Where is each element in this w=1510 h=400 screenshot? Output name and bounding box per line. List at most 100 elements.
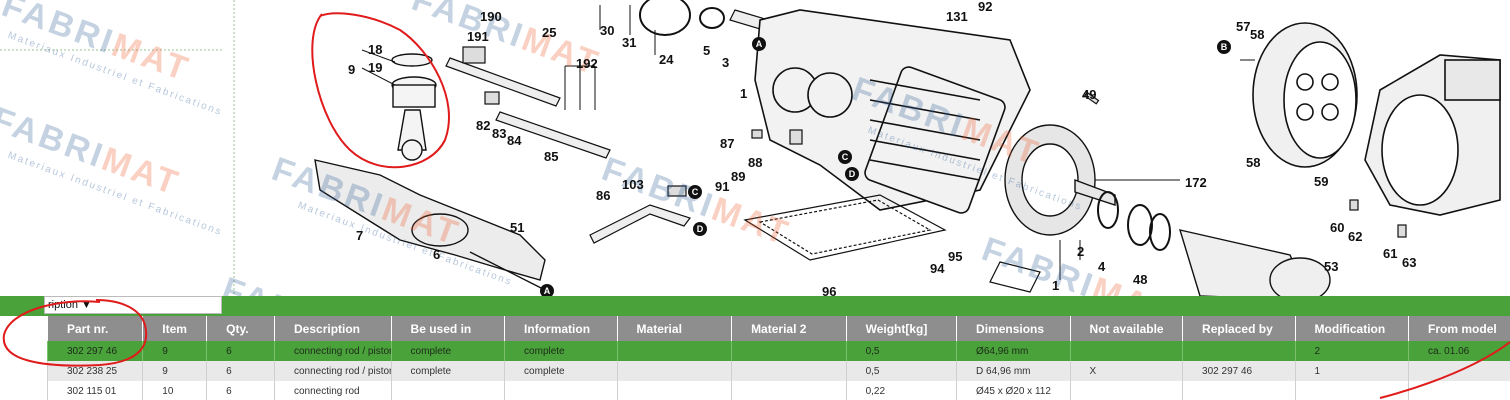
table-cell: connecting rod / piston xyxy=(274,361,392,381)
callout-number: 2 xyxy=(1077,244,1085,259)
column-header[interactable]: Be used in xyxy=(390,316,505,341)
column-header[interactable]: Material xyxy=(616,316,732,341)
table-cell xyxy=(1408,381,1510,400)
parts-table: Part nr. Item Qty. Description Be used i… xyxy=(47,316,1510,400)
callout-number: 95 xyxy=(948,249,963,264)
column-header[interactable]: Not available xyxy=(1069,316,1183,341)
table-cell: connecting rod / piston xyxy=(274,341,392,361)
callout-number: 172 xyxy=(1185,175,1207,190)
table-header-row: Part nr. Item Qty. Description Be used i… xyxy=(47,316,1510,341)
reference-marker: C xyxy=(838,150,852,164)
callout-number: 103 xyxy=(622,177,644,192)
callout-number: 24 xyxy=(659,52,674,67)
table-cell xyxy=(390,381,505,400)
callout-number: 49 xyxy=(1082,87,1097,102)
table-row[interactable]: 302 115 01 10 6 connecting rod 0,22 Ø45 … xyxy=(47,381,1510,400)
table-cell: 2 xyxy=(1294,341,1409,361)
table-row[interactable]: 302 238 25 9 6 connecting rod / piston c… xyxy=(47,361,1510,381)
parts-table-container: Part nr. Item Qty. Description Be used i… xyxy=(47,316,1510,400)
callout-number: 61 xyxy=(1383,246,1398,261)
table-cell: 9 xyxy=(142,341,207,361)
table-cell: 0,22 xyxy=(845,381,957,400)
column-select-dropdown[interactable]: ription ▼ xyxy=(44,296,222,314)
diagram-drawing xyxy=(0,0,1501,296)
callout-number: 6 xyxy=(433,247,441,262)
seal-ring-part xyxy=(639,0,1171,251)
callout-number: 48 xyxy=(1133,272,1148,287)
callout-number: 92 xyxy=(978,0,993,14)
table-cell xyxy=(1069,381,1183,400)
table-row-selected[interactable]: 302 297 46 9 6 connecting rod / piston c… xyxy=(47,341,1510,361)
table-cell: X xyxy=(1069,361,1183,381)
callout-number: 94 xyxy=(930,261,945,276)
column-header[interactable]: Item xyxy=(142,316,207,341)
column-header[interactable]: Replaced by xyxy=(1182,316,1296,341)
callout-number: 4 xyxy=(1098,259,1106,274)
callout-number: 30 xyxy=(600,23,615,38)
callout-number: 3 xyxy=(722,55,730,70)
callout-number: 84 xyxy=(507,133,522,148)
callout-number: 1 xyxy=(1052,278,1060,293)
callout-number: 1 xyxy=(740,86,748,101)
table-cell: connecting rod xyxy=(274,381,392,400)
column-header[interactable]: From model xyxy=(1408,316,1510,341)
callout-number: 60 xyxy=(1330,220,1345,235)
column-header[interactable]: Dimensions xyxy=(956,316,1071,341)
callout-number: 18 xyxy=(368,42,383,57)
table-cell: 6 xyxy=(206,381,275,400)
table-cell: Ø64,96 mm xyxy=(956,341,1071,361)
table-cell xyxy=(1182,381,1296,400)
callout-number: 19 xyxy=(368,60,383,75)
column-header[interactable]: Qty. xyxy=(206,316,275,341)
reference-marker: B xyxy=(1217,40,1231,54)
callout-number: 58 xyxy=(1246,155,1261,170)
bolt-part xyxy=(462,46,1407,238)
callout-number: 89 xyxy=(731,169,746,184)
table-cell xyxy=(1182,341,1296,361)
rotor-part xyxy=(1178,229,1331,296)
table-cell xyxy=(616,341,732,361)
table-cell xyxy=(504,381,618,400)
motor-housing-part xyxy=(1364,54,1501,216)
column-header[interactable]: Material 2 xyxy=(731,316,847,341)
table-cell: Ø45 x Ø20 x 112 xyxy=(956,381,1071,400)
table-cell xyxy=(731,381,847,400)
callout-number: 51 xyxy=(510,220,525,235)
table-cell xyxy=(1069,341,1183,361)
reference-marker: A xyxy=(540,284,554,296)
callout-number: 82 xyxy=(476,118,491,133)
table-cell: 6 xyxy=(206,361,275,381)
callout-number: 5 xyxy=(703,43,711,58)
callout-number: 85 xyxy=(544,149,559,164)
table-cell: 6 xyxy=(206,341,275,361)
callout-number: 192 xyxy=(576,56,598,71)
callout-number: 63 xyxy=(1402,255,1417,270)
table-cell xyxy=(731,341,847,361)
reference-marker: D xyxy=(845,167,859,181)
table-cell: 0,5 xyxy=(845,341,957,361)
column-header[interactable]: Weight[kg] xyxy=(845,316,957,341)
callout-number: 62 xyxy=(1348,229,1363,244)
piston-assembly-part xyxy=(391,53,437,161)
callout-number: 191 xyxy=(467,29,489,44)
callout-number: 25 xyxy=(542,25,557,40)
table-cell: D 64,96 mm xyxy=(956,361,1071,381)
column-header[interactable]: Description xyxy=(274,316,392,341)
end-cover-part xyxy=(1252,22,1358,168)
table-cell xyxy=(616,361,732,381)
callout-number: 58 xyxy=(1250,27,1265,42)
table-cell: 302 115 01 xyxy=(47,381,143,400)
table-cell xyxy=(1408,361,1510,381)
callout-number: 91 xyxy=(715,179,730,194)
table-cell: ca. 01.06 xyxy=(1408,341,1510,361)
column-filter-bar: ription ▼ xyxy=(0,296,1510,316)
reference-marker: A xyxy=(752,37,766,51)
callout-number: 190 xyxy=(480,9,502,24)
column-header[interactable]: Part nr. xyxy=(47,316,143,341)
column-header[interactable]: Information xyxy=(504,316,618,341)
callout-number: 7 xyxy=(356,228,364,243)
callout-number: 57 xyxy=(1236,19,1251,34)
table-cell: complete xyxy=(390,341,505,361)
table-cell: complete xyxy=(504,341,618,361)
column-header[interactable]: Modification xyxy=(1294,316,1409,341)
